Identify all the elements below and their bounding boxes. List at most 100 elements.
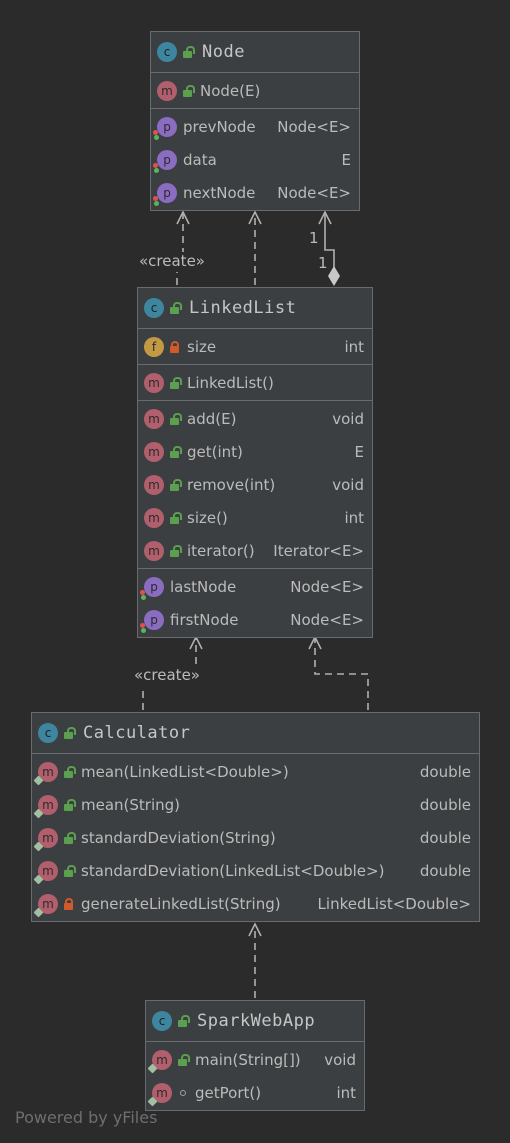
- public-lock-icon: [169, 445, 182, 459]
- class-name: LinkedList: [189, 298, 297, 318]
- fields-section: f size int: [138, 329, 372, 365]
- method-row[interactable]: m size() int: [138, 501, 372, 534]
- methods-section: m add(E) void m get(int) E m remove(int)…: [138, 401, 372, 569]
- property-name: nextNode: [183, 183, 256, 202]
- runnable-class-icon: c: [152, 1011, 172, 1031]
- public-lock-icon: [177, 1053, 190, 1067]
- method-name: mean(LinkedList<Double>): [81, 762, 289, 781]
- property-name: data: [183, 150, 217, 169]
- method-name: size(): [187, 508, 228, 527]
- method-type: void: [332, 409, 364, 428]
- method-row[interactable]: m getPort() int: [146, 1076, 364, 1109]
- property-type: Node<E>: [290, 610, 364, 629]
- method-row[interactable]: m remove(int) void: [138, 468, 372, 501]
- arrowhead-open: [248, 922, 262, 937]
- field-type: int: [344, 337, 364, 356]
- method-row[interactable]: m get(int) E: [138, 435, 372, 468]
- method-icon: m: [157, 80, 177, 101]
- method-row[interactable]: m standardDeviation(String) double: [32, 821, 479, 854]
- method-type: void: [332, 475, 364, 494]
- class-name: Node: [202, 42, 245, 62]
- method-icon: m: [33, 893, 58, 917]
- class-icon: c: [144, 298, 164, 318]
- public-lock-icon: [169, 301, 182, 315]
- method-icon: m: [144, 408, 164, 429]
- arrowhead-open: [176, 210, 190, 225]
- property-icon: p: [153, 149, 177, 173]
- methods-section: m main(String[]) void m getPort() int: [146, 1042, 364, 1110]
- method-row[interactable]: m standardDeviation(LinkedList<Double>) …: [32, 854, 479, 887]
- method-icon: m: [33, 761, 58, 785]
- class-icon: c: [38, 723, 58, 743]
- property-name: lastNode: [170, 577, 237, 596]
- method-icon: m: [33, 860, 58, 884]
- method-type: double: [419, 828, 471, 847]
- method-icon: m: [144, 441, 164, 462]
- method-row[interactable]: m add(E) void: [138, 402, 372, 435]
- property-row[interactable]: p data E: [151, 143, 359, 176]
- class-box-node[interactable]: c Node m Node(E) p prevNode Node<E> p da…: [150, 31, 360, 211]
- property-icon: p: [140, 609, 164, 633]
- method-type: double: [419, 861, 471, 880]
- public-lock-icon: [177, 1014, 190, 1028]
- method-name: standardDeviation(LinkedList<Double>): [81, 861, 385, 880]
- property-type: E: [341, 150, 351, 169]
- field-icon: f: [144, 336, 164, 357]
- method-name: remove(int): [187, 475, 276, 494]
- method-row[interactable]: m mean(LinkedList<Double>) double: [32, 755, 479, 788]
- method-row[interactable]: m main(String[]) void: [146, 1043, 364, 1076]
- arrowhead-open: [318, 210, 332, 225]
- create-label: «create»: [139, 252, 205, 270]
- method-row[interactable]: m Node(E): [151, 74, 359, 107]
- public-lock-icon: [63, 864, 76, 878]
- property-icon: p: [140, 576, 164, 600]
- property-name: firstNode: [170, 610, 239, 629]
- method-name: Node(E): [200, 81, 261, 100]
- methods-section: m mean(LinkedList<Double>) double m mean…: [32, 754, 479, 921]
- composition-diamond: [328, 266, 340, 286]
- class-box-calculator[interactable]: c Calculator m mean(LinkedList<Double>) …: [31, 712, 480, 922]
- method-type: E: [354, 442, 364, 461]
- method-row[interactable]: m LinkedList(): [138, 366, 372, 399]
- method-row[interactable]: m mean(String) double: [32, 788, 479, 821]
- method-icon: m: [33, 827, 58, 851]
- class-header: c SparkWebApp: [146, 1001, 364, 1042]
- multiplicity-label: 1: [309, 229, 319, 247]
- field-name: size: [187, 337, 217, 356]
- method-icon: m: [144, 540, 164, 561]
- method-name: standardDeviation(String): [81, 828, 276, 847]
- public-lock-icon: [63, 726, 76, 740]
- method-type: double: [419, 762, 471, 781]
- constructors-section: m LinkedList(): [138, 365, 372, 401]
- property-row[interactable]: p nextNode Node<E>: [151, 176, 359, 209]
- property-row[interactable]: p lastNode Node<E>: [138, 570, 372, 603]
- public-lock-icon: [169, 412, 182, 426]
- method-row[interactable]: m generateLinkedList(String) LinkedList<…: [32, 887, 479, 920]
- property-type: Node<E>: [290, 577, 364, 596]
- watermark: Powered by yFiles: [15, 1108, 158, 1127]
- method-name: LinkedList(): [187, 373, 274, 392]
- class-box-linkedlist[interactable]: c LinkedList f size int m LinkedList() m…: [137, 287, 373, 638]
- method-row[interactable]: m iterator() Iterator<E>: [138, 534, 372, 567]
- method-type: int: [336, 1083, 356, 1102]
- field-row[interactable]: f size int: [138, 330, 372, 363]
- method-icon: m: [147, 1049, 172, 1073]
- property-row[interactable]: p prevNode Node<E>: [151, 110, 359, 143]
- property-icon: p: [153, 116, 177, 140]
- method-name: iterator(): [187, 541, 255, 560]
- properties-section: p prevNode Node<E> p data E p nextNode N…: [151, 109, 359, 210]
- class-name: SparkWebApp: [197, 1011, 316, 1031]
- property-name: prevNode: [183, 117, 256, 136]
- multiplicity-label: 1: [318, 254, 328, 272]
- public-lock-icon: [169, 544, 182, 558]
- properties-section: p lastNode Node<E> p firstNode Node<E>: [138, 569, 372, 637]
- method-icon: m: [33, 794, 58, 818]
- method-type: int: [344, 508, 364, 527]
- public-lock-icon: [63, 831, 76, 845]
- method-type: double: [419, 795, 471, 814]
- property-type: Node<E>: [277, 117, 351, 136]
- class-box-sparkwebapp[interactable]: c SparkWebApp m main(String[]) void m ge…: [145, 1000, 365, 1111]
- property-row[interactable]: p firstNode Node<E>: [138, 603, 372, 636]
- methods-section: m Node(E): [151, 73, 359, 109]
- arrowhead-open: [248, 210, 262, 225]
